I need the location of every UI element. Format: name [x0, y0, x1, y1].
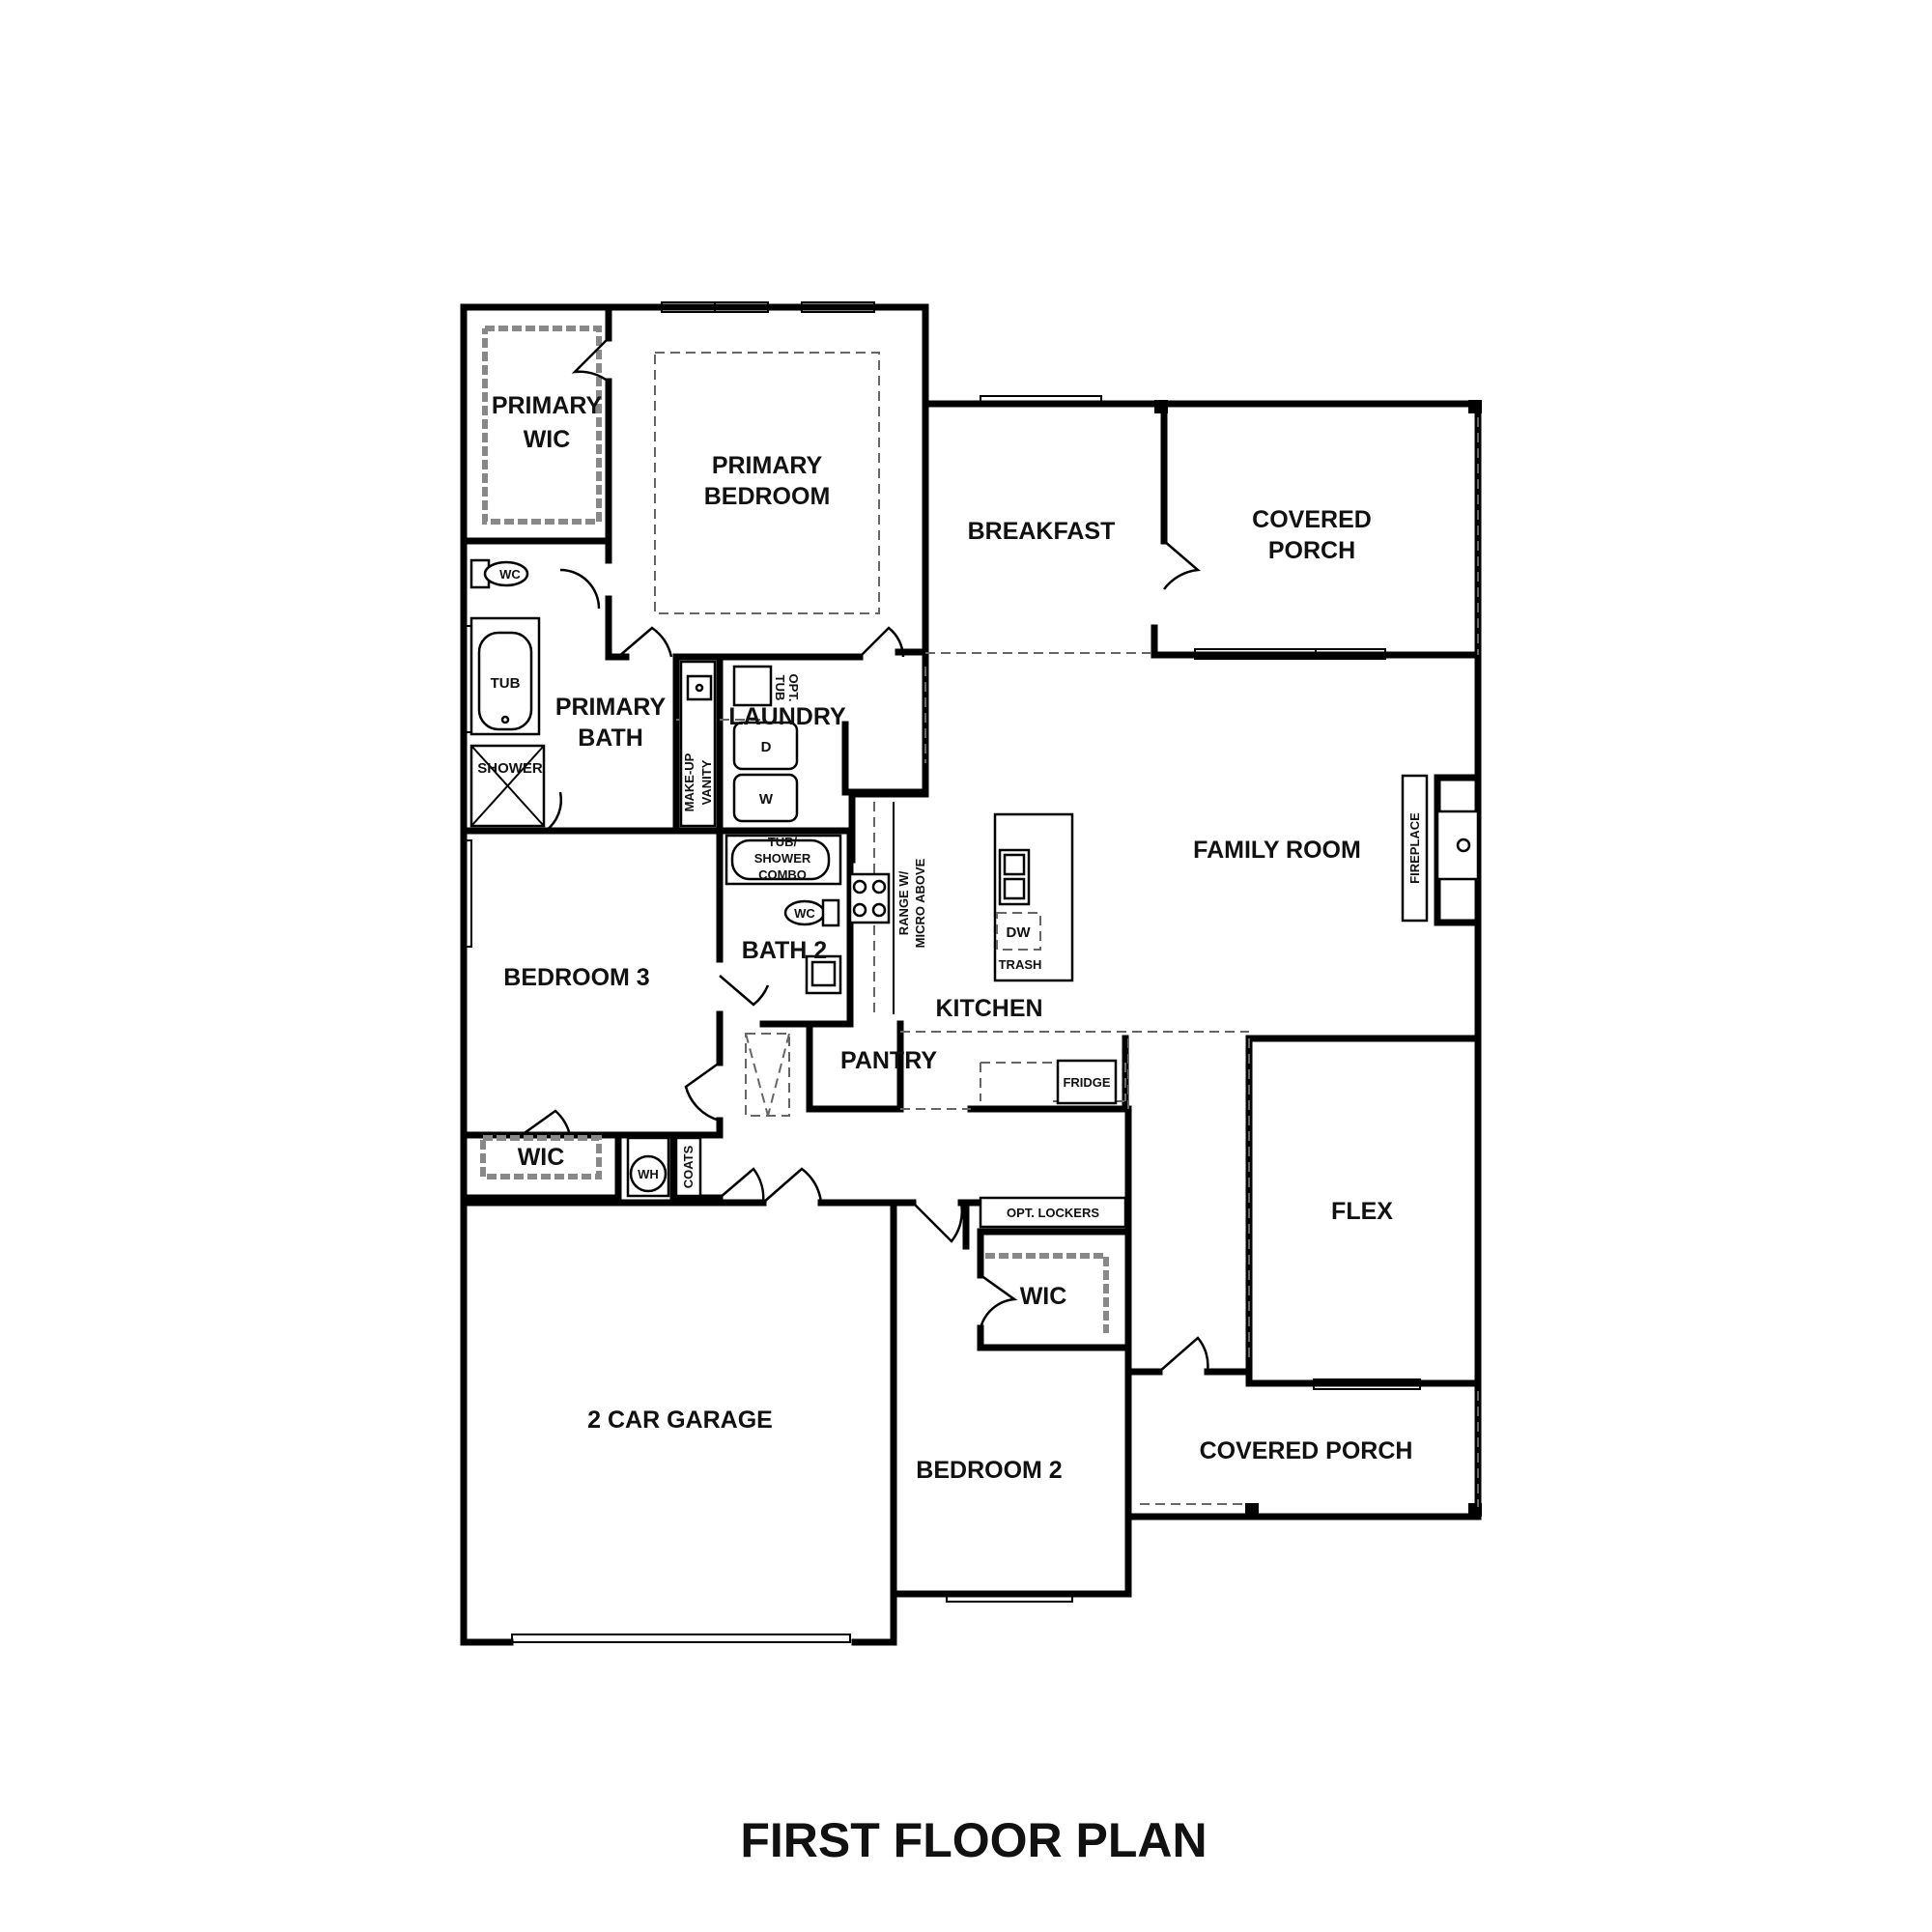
fixture-labels: WC TUB SHOWER MAKE-UP VANITY OPT. TUB D …	[477, 567, 1422, 1220]
label-breakfast: BREAKFAST	[968, 518, 1116, 545]
label-coats: COATS	[681, 1145, 696, 1188]
label-garage: 2 CAR GARAGE	[587, 1406, 773, 1434]
dashed-lines	[654, 352, 1479, 1507]
label-opt-lockers: OPT. LOCKERS	[1007, 1206, 1099, 1220]
label-opt-tub: OPT.	[786, 674, 801, 702]
label-primary-wic: PRIMARY	[492, 392, 603, 419]
label-range: RANGE W/	[896, 870, 911, 935]
label-laundry: LAUNDRY	[728, 703, 846, 730]
label-dw: DW	[1007, 924, 1032, 941]
label-covered-porch-rear: COVERED	[1252, 506, 1372, 533]
label-primary-bath-2: BATH	[578, 724, 643, 752]
label-tub-shower-combo-3: COMBO	[758, 867, 807, 882]
room-labels: PRIMARY WIC PRIMARY BEDROOM BREAKFAST CO…	[492, 392, 1413, 1484]
label-bedroom-3: BEDROOM 3	[503, 964, 649, 991]
label-covered-porch-front: COVERED PORCH	[1200, 1437, 1413, 1464]
shelves	[480, 326, 1109, 1333]
label-tub-shower-combo-2: SHOWER	[754, 851, 811, 866]
label-bath-2: BATH 2	[742, 937, 827, 964]
label-washer: W	[759, 791, 774, 808]
fixtures	[469, 558, 1480, 1229]
label-family-room: FAMILY ROOM	[1193, 837, 1361, 864]
label-tub-shower-combo: TUB/	[768, 835, 798, 849]
label-pantry: PANTRY	[840, 1047, 937, 1074]
doors	[521, 337, 1209, 1373]
label-primary-bedroom: PRIMARY	[712, 452, 823, 479]
label-primary-bath: PRIMARY	[555, 694, 667, 721]
label-opt-tub-2: TUB	[773, 675, 787, 701]
label-wh: WH	[638, 1167, 659, 1181]
label-wic-bed3: WIC	[518, 1144, 565, 1171]
label-bedroom-2: BEDROOM 2	[916, 1457, 1062, 1484]
label-flex: FLEX	[1331, 1198, 1393, 1225]
label-shower: SHOWER	[477, 760, 543, 777]
label-primary-wic-2: WIC	[524, 426, 571, 453]
label-range-2: MICRO ABOVE	[913, 858, 927, 948]
label-tub: TUB	[491, 675, 521, 692]
label-primary-bedroom-2: BEDROOM	[704, 483, 831, 510]
label-kitchen: KITCHEN	[935, 995, 1042, 1022]
label-fireplace: FIREPLACE	[1407, 812, 1422, 884]
label-makeup-vanity-2: VANITY	[699, 759, 714, 805]
label-wic-bed2: WIC	[1020, 1283, 1067, 1310]
label-dryer: D	[761, 739, 772, 755]
label-makeup-vanity: MAKE-UP	[682, 753, 696, 811]
label-covered-porch-rear-2: PORCH	[1268, 537, 1355, 564]
label-fridge: FRIDGE	[1063, 1075, 1110, 1090]
plan-title: FIRST FLOOR PLAN	[740, 1813, 1207, 1867]
label-trash: TRASH	[999, 957, 1042, 972]
label-wc-primary: WC	[499, 567, 521, 582]
label-wc-bath2: WC	[794, 906, 815, 921]
